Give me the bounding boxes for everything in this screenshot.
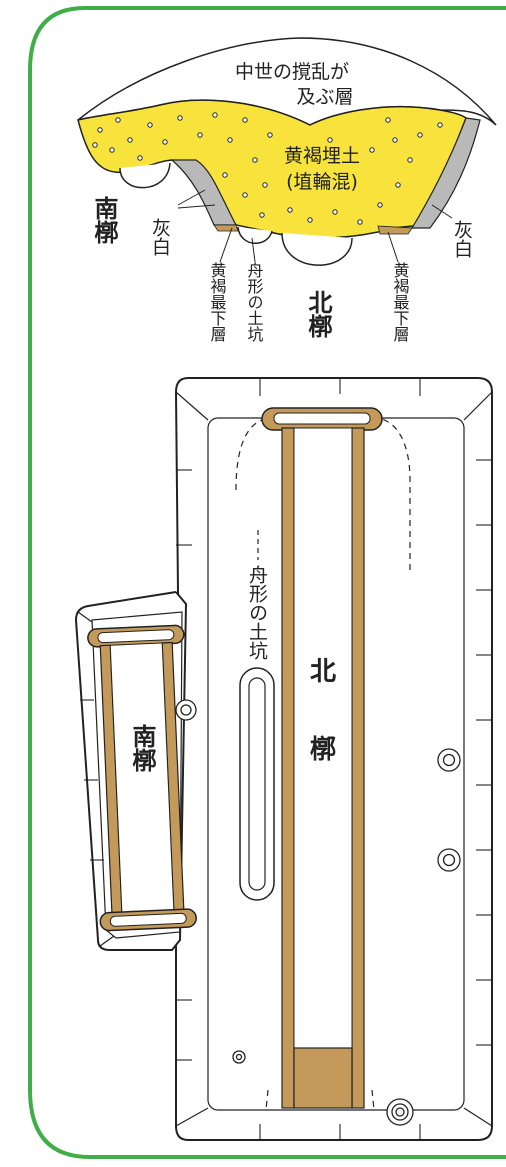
north-coffin-bowl [281, 232, 353, 266]
slope-ticks [80, 378, 492, 1140]
post-hole [437, 848, 461, 872]
cross-section: 中世の撹乱が 及ぶ層 黄褐埋土 (埴輪混) 南槨 灰白 灰白 黄褐最下層 舟形の… [77, 37, 497, 343]
post-hole [232, 1050, 246, 1064]
label-boat-pit-plan: 舟形の土坑 [246, 565, 268, 660]
boat-pit-bowl [237, 226, 273, 244]
label-yellow-bottom-right: 黄褐最下層 [391, 262, 410, 342]
label-boat-pit-section: 舟形の土坑 [245, 262, 264, 343]
label-north-coffin-plan-2: 槨 [310, 735, 336, 765]
north-coffin-end-bottom [293, 1047, 353, 1109]
south-pit-inner [91, 611, 183, 939]
south-coffin-interior [109, 642, 175, 914]
post-holes [175, 699, 461, 1126]
label-main-fill-2: (埴輪混) [286, 171, 358, 193]
plan-view: 舟形の土坑 北 槨 南槨 [74, 377, 493, 1141]
label-north-coffin-section: 北槨 [304, 290, 332, 338]
label-disturbed-layer-1: 中世の撹乱が [235, 61, 349, 83]
north-coffin-end-top-inner [273, 412, 371, 425]
gray-lining-right [410, 117, 481, 229]
label-south-coffin-section: 南槨 [90, 196, 118, 244]
boat-pit-slot-inner [248, 677, 266, 891]
label-north-coffin-plan-1: 北 [310, 657, 336, 687]
label-main-fill-1: 黄褐埋土 [284, 145, 360, 167]
post-hole [175, 699, 197, 721]
north-coffin-wall-left [281, 427, 295, 1109]
south-coffin [87, 624, 197, 932]
yellow-bottom-right-band [377, 225, 413, 235]
fill-inclusions [92, 112, 443, 225]
yellow-bottom-left-band [213, 224, 239, 232]
label-south-coffin-plan: 南槨 [128, 724, 156, 772]
north-coffin-wall-right [351, 427, 365, 1109]
north-coffin-interior [293, 427, 353, 1049]
leader-lines [177, 189, 453, 263]
post-hole [386, 1098, 414, 1126]
label-ash-right: 灰白 [451, 220, 473, 258]
south-coffin-end-bottom-inner [109, 912, 187, 927]
green-frame [28, 6, 506, 1159]
label-disturbed-layer-2: 及ぶ層 [296, 86, 353, 108]
label-yellow-bottom-left: 黄褐最下層 [208, 262, 227, 342]
south-coffin-bowl [119, 162, 171, 189]
label-ash-left: 灰白 [149, 218, 171, 256]
corner-diagonals [77, 391, 493, 1127]
post-hole [437, 748, 461, 772]
south-coffin-end-top-inner [97, 629, 175, 644]
